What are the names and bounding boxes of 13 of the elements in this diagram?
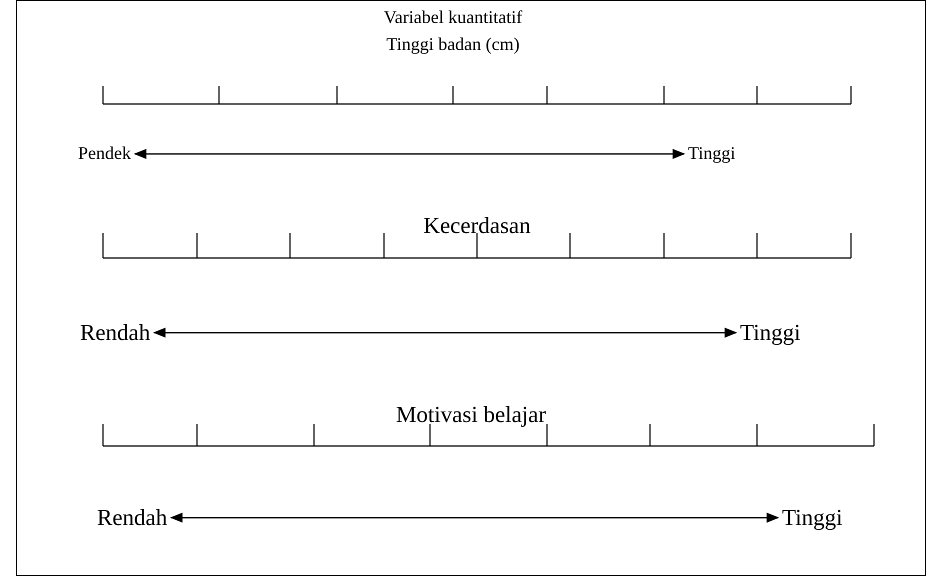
scale-end-label: Rendah (97, 505, 168, 530)
scale-title: Kecerdasan (423, 213, 531, 238)
double-arrow (153, 328, 738, 338)
scale-end-label: Tinggi (740, 320, 801, 345)
scale-end-label: Tinggi (688, 143, 736, 163)
scale-title: Variabel kuantitatif (384, 8, 522, 28)
scale-end-label: Tinggi (782, 505, 843, 530)
scale-title: Motivasi belajar (396, 402, 546, 428)
double-arrow (170, 512, 780, 523)
scale-end-label: Rendah (80, 320, 150, 345)
scale-title: Tinggi badan (cm) (386, 35, 520, 55)
double-arrow (134, 148, 686, 159)
scale-end-label: Pendek (78, 143, 131, 163)
